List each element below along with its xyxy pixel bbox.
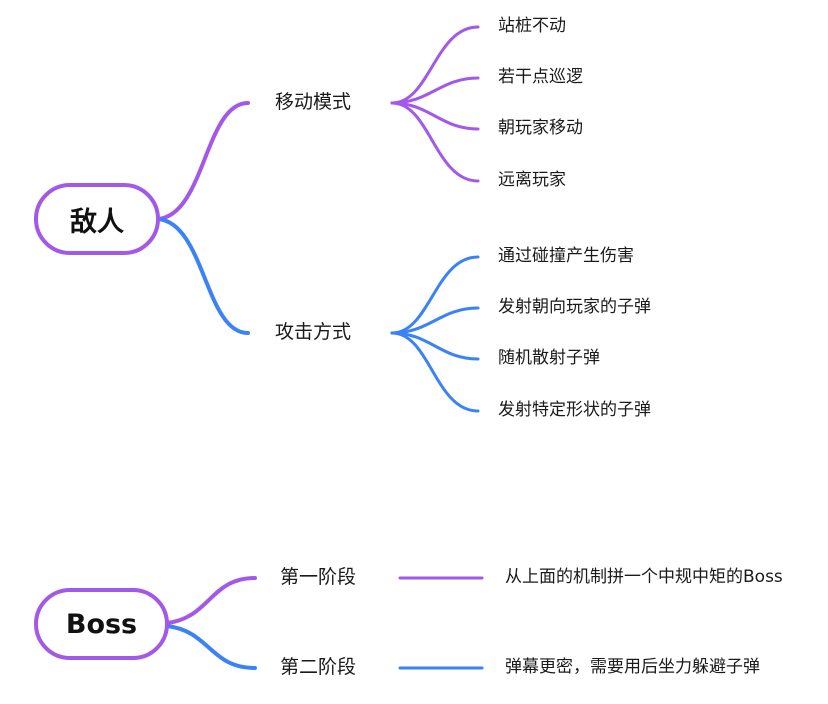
root-title-enemy: 敌人 [70, 206, 124, 238]
link-movement-2 [390, 76, 480, 105]
link-enemy-movement [156, 101, 250, 221]
attack-item-4[interactable]: 发射特定形状的子弹 [498, 400, 651, 420]
attack-item-1[interactable]: 通过碰撞产生伤害 [498, 246, 634, 266]
link-attack-2 [390, 306, 480, 335]
boss-phase-2[interactable]: 第二阶段 [280, 656, 357, 678]
movement-item-1[interactable]: 站桩不动 [498, 16, 566, 36]
link-boss-phase1 [165, 576, 257, 625]
boss-phase-2-desc[interactable]: 弹幕更密，需要用后坐力躲避子弹 [505, 657, 760, 677]
link-boss-phase2 [165, 624, 257, 670]
link-movement-4 [390, 101, 480, 183]
attack-item-2[interactable]: 发射朝向玩家的子弹 [498, 297, 651, 317]
link-attack-4 [390, 331, 480, 413]
attack-item-3[interactable]: 随机散射子弹 [498, 348, 600, 368]
root-node-boss[interactable]: Boss [34, 588, 169, 660]
movement-item-2[interactable]: 若干点巡逻 [498, 67, 583, 87]
link-attack-1 [390, 255, 480, 335]
movement-item-3[interactable]: 朝玩家移动 [498, 118, 583, 138]
boss-phase-1[interactable]: 第一阶段 [280, 566, 357, 588]
boss-phase-1-desc[interactable]: 从上面的机制拼一个中规中矩的Boss [505, 567, 783, 587]
movement-item-4[interactable]: 远离玩家 [498, 170, 566, 190]
link-movement-1 [390, 25, 480, 105]
link-enemy-attack [156, 217, 250, 335]
root-title-boss: Boss [65, 608, 138, 640]
branch-movement-mode[interactable]: 移动模式 [275, 91, 352, 113]
root-node-enemy[interactable]: 敌人 [34, 183, 160, 255]
branch-attack-mode[interactable]: 攻击方式 [275, 321, 352, 343]
